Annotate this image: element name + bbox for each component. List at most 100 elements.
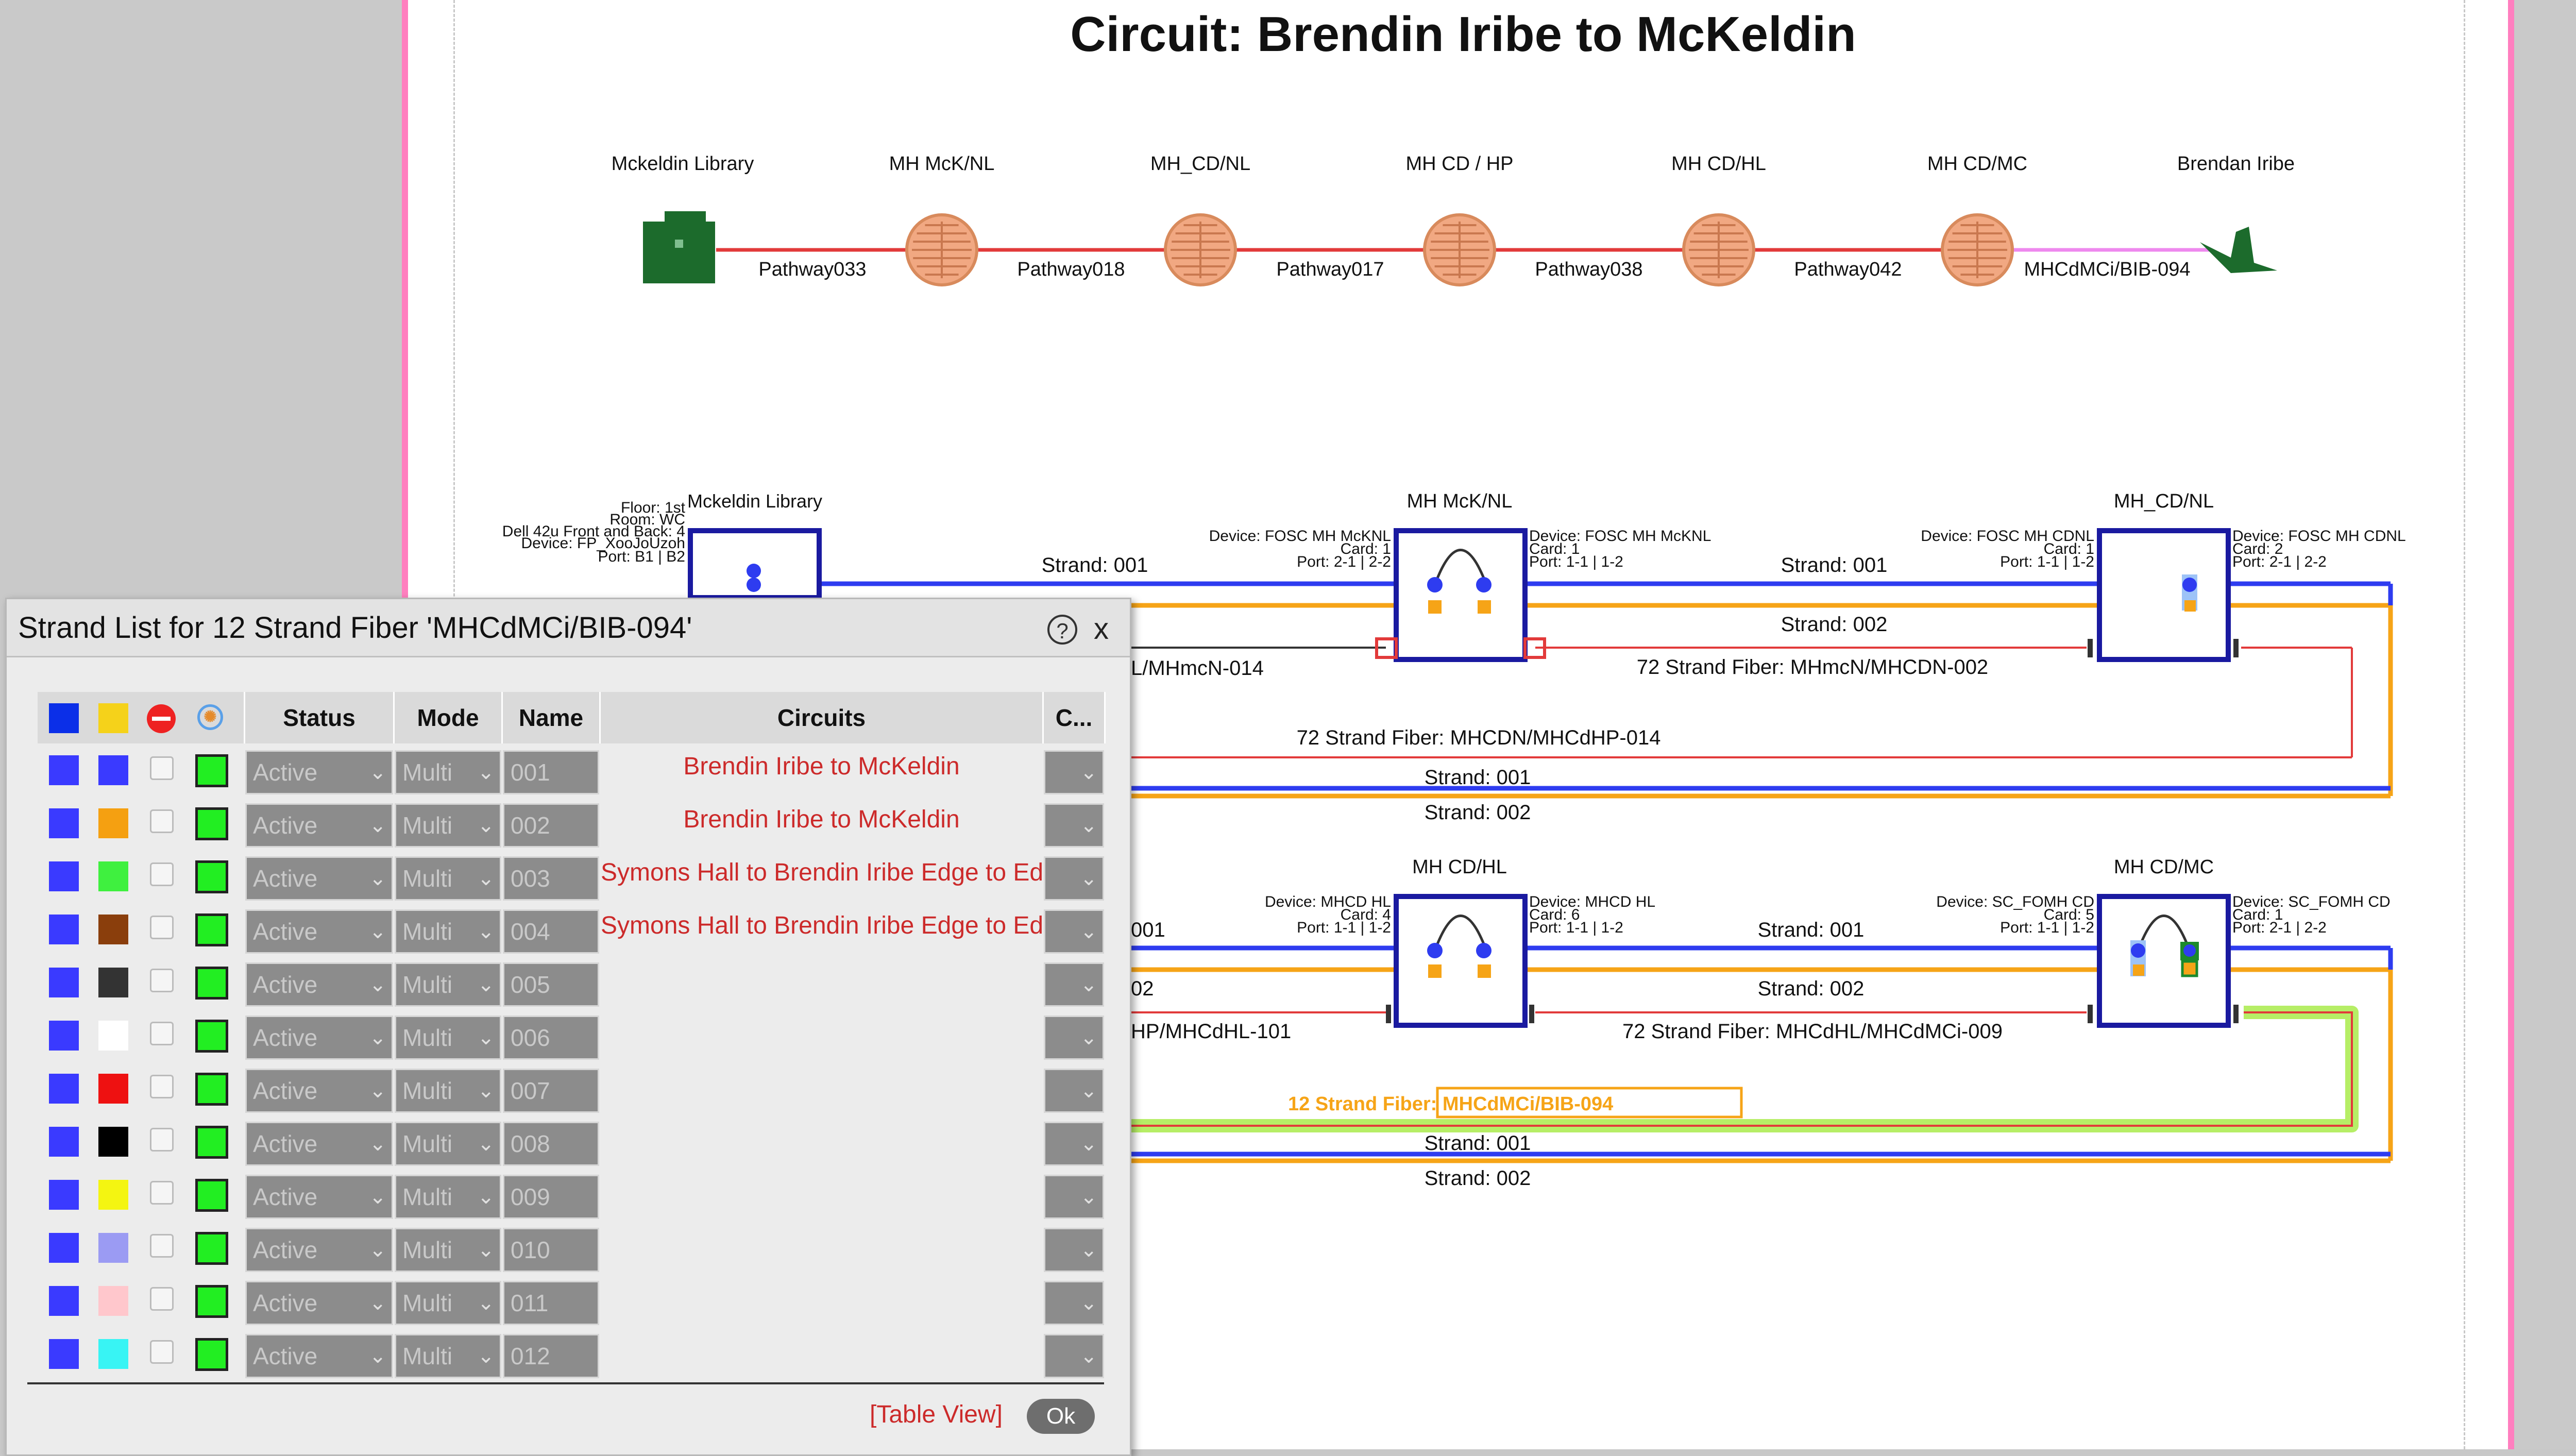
c-select[interactable]: ⌄ bbox=[1044, 1281, 1104, 1325]
manhole-icon[interactable] bbox=[1682, 213, 1755, 286]
status-select[interactable]: Active⌄ bbox=[245, 1281, 393, 1325]
status-indicator[interactable] bbox=[195, 807, 228, 840]
status-select[interactable]: Active⌄ bbox=[245, 1228, 393, 1272]
manhole-icon[interactable] bbox=[1423, 213, 1496, 286]
highlighted-fiber-label[interactable]: 12 Strand Fiber: MHCdMCi/BIB-094 bbox=[1288, 1093, 1613, 1115]
header-c[interactable]: C... bbox=[1044, 692, 1106, 743]
gauge-icon[interactable]: ✺ bbox=[197, 704, 223, 730]
name-field[interactable]: 006 bbox=[503, 1015, 599, 1060]
name-field[interactable]: 008 bbox=[503, 1122, 599, 1166]
mode-select[interactable]: Multi⌄ bbox=[395, 856, 501, 901]
row-checkbox[interactable] bbox=[150, 1287, 174, 1311]
mode-select[interactable]: Multi⌄ bbox=[395, 1015, 501, 1060]
table-row[interactable]: Active⌄Multi⌄008 ⌄ bbox=[38, 1118, 1104, 1171]
name-field[interactable]: 011 bbox=[503, 1281, 599, 1325]
manhole-icon[interactable] bbox=[1941, 213, 2014, 286]
row-checkbox[interactable] bbox=[150, 1128, 174, 1152]
name-field[interactable]: 001 bbox=[503, 750, 599, 794]
c-select[interactable]: ⌄ bbox=[1044, 1122, 1104, 1166]
row-checkbox[interactable] bbox=[150, 862, 174, 886]
table-row[interactable]: Active⌄Multi⌄012 ⌄ bbox=[38, 1330, 1104, 1383]
header-name[interactable]: Name bbox=[503, 692, 601, 743]
row-checkbox[interactable] bbox=[150, 1340, 174, 1364]
name-field[interactable]: 012 bbox=[503, 1334, 599, 1378]
status-select[interactable]: Active⌄ bbox=[245, 1015, 393, 1060]
row-checkbox[interactable] bbox=[150, 969, 174, 992]
row-checkbox[interactable] bbox=[150, 1181, 174, 1205]
status-indicator[interactable] bbox=[195, 913, 228, 946]
name-field[interactable]: 010 bbox=[503, 1228, 599, 1272]
mode-select[interactable]: Multi⌄ bbox=[395, 1281, 501, 1325]
status-select[interactable]: Active⌄ bbox=[245, 1069, 393, 1113]
table-row[interactable]: Active⌄Multi⌄009 ⌄ bbox=[38, 1171, 1104, 1224]
c-select[interactable]: ⌄ bbox=[1044, 1175, 1104, 1219]
c-select[interactable]: ⌄ bbox=[1044, 962, 1104, 1007]
mode-select[interactable]: Multi⌄ bbox=[395, 1175, 501, 1219]
mode-select[interactable]: Multi⌄ bbox=[395, 803, 501, 848]
status-indicator[interactable] bbox=[195, 1179, 228, 1212]
name-field[interactable]: 002 bbox=[503, 803, 599, 848]
circuit-link[interactable]: Symons Hall to Brendin Iribe Edge to Edg… bbox=[601, 912, 1071, 939]
row-checkbox[interactable] bbox=[150, 1234, 174, 1258]
mode-select[interactable]: Multi⌄ bbox=[395, 962, 501, 1007]
no-entry-icon[interactable] bbox=[147, 704, 176, 733]
status-indicator[interactable] bbox=[195, 1073, 228, 1106]
header-mode[interactable]: Mode bbox=[395, 692, 503, 743]
status-indicator[interactable] bbox=[195, 860, 228, 893]
close-button[interactable]: x bbox=[1094, 612, 1109, 646]
mode-select[interactable]: Multi⌄ bbox=[395, 1228, 501, 1272]
table-row[interactable]: Active⌄Multi⌄010⌄ bbox=[38, 1224, 1104, 1277]
c-select[interactable]: ⌄ bbox=[1044, 750, 1104, 794]
building-icon[interactable] bbox=[643, 211, 715, 283]
yellow-swatch-icon[interactable] bbox=[98, 703, 128, 733]
row-checkbox[interactable] bbox=[150, 756, 174, 780]
status-indicator[interactable] bbox=[195, 1126, 228, 1159]
status-indicator[interactable] bbox=[195, 1285, 228, 1318]
status-indicator[interactable] bbox=[195, 1338, 228, 1371]
status-select[interactable]: Active⌄ bbox=[245, 962, 393, 1007]
mode-select[interactable]: Multi⌄ bbox=[395, 1069, 501, 1113]
c-select[interactable]: ⌄ bbox=[1044, 1334, 1104, 1378]
table-row[interactable]: Active⌄Multi⌄006 ⌄ bbox=[38, 1011, 1104, 1064]
row-checkbox[interactable] bbox=[150, 916, 174, 939]
table-row[interactable]: Active⌄Multi⌄011 ⌄ bbox=[38, 1277, 1104, 1330]
table-row[interactable]: Active⌄Multi⌄002 Brendin Iribe to McKeldi… bbox=[38, 799, 1104, 852]
header-status[interactable]: Status bbox=[245, 692, 395, 743]
status-select[interactable]: Active⌄ bbox=[245, 909, 393, 954]
c-select[interactable]: ⌄ bbox=[1044, 1015, 1104, 1060]
name-field[interactable]: 009 bbox=[503, 1175, 599, 1219]
row-checkbox[interactable] bbox=[150, 809, 174, 833]
blue-swatch-icon[interactable] bbox=[49, 703, 79, 733]
status-indicator[interactable] bbox=[195, 754, 228, 787]
mode-select[interactable]: Multi⌄ bbox=[395, 909, 501, 954]
header-circuits[interactable]: Circuits bbox=[601, 692, 1044, 743]
table-row[interactable]: Active⌄Multi⌄005 ⌄ bbox=[38, 958, 1104, 1011]
row-checkbox[interactable] bbox=[150, 1022, 174, 1045]
mode-select[interactable]: Multi⌄ bbox=[395, 1122, 501, 1166]
status-select[interactable]: Active⌄ bbox=[245, 1122, 393, 1166]
name-field[interactable]: 005 bbox=[503, 962, 599, 1007]
circuit-link[interactable]: Brendin Iribe to McKeldin bbox=[683, 806, 960, 833]
status-indicator[interactable] bbox=[195, 1020, 228, 1053]
row-checkbox[interactable] bbox=[150, 1075, 174, 1098]
circuit-link[interactable]: Symons Hall to Brendin Iribe Edge to Edg… bbox=[601, 859, 1071, 886]
c-select[interactable]: ⌄ bbox=[1044, 856, 1104, 901]
name-field[interactable]: 004 bbox=[503, 909, 599, 954]
name-field[interactable]: 003 bbox=[503, 856, 599, 901]
mode-select[interactable]: Multi⌄ bbox=[395, 1334, 501, 1378]
status-indicator[interactable] bbox=[195, 1232, 228, 1265]
endpoint-icon[interactable] bbox=[2200, 227, 2277, 273]
status-select[interactable]: Active⌄ bbox=[245, 856, 393, 901]
table-row[interactable]: Active⌄Multi⌄007⌄ bbox=[38, 1064, 1104, 1118]
status-select[interactable]: Active⌄ bbox=[245, 1334, 393, 1378]
c-select[interactable]: ⌄ bbox=[1044, 803, 1104, 848]
status-select[interactable]: Active⌄ bbox=[245, 803, 393, 848]
status-select[interactable]: Active⌄ bbox=[245, 1175, 393, 1219]
table-view-link[interactable]: [Table View] bbox=[870, 1401, 1003, 1428]
help-button[interactable]: ? bbox=[1047, 615, 1077, 645]
status-select[interactable]: Active⌄ bbox=[245, 750, 393, 794]
status-indicator[interactable] bbox=[195, 967, 228, 1000]
mode-select[interactable]: Multi⌄ bbox=[395, 750, 501, 794]
